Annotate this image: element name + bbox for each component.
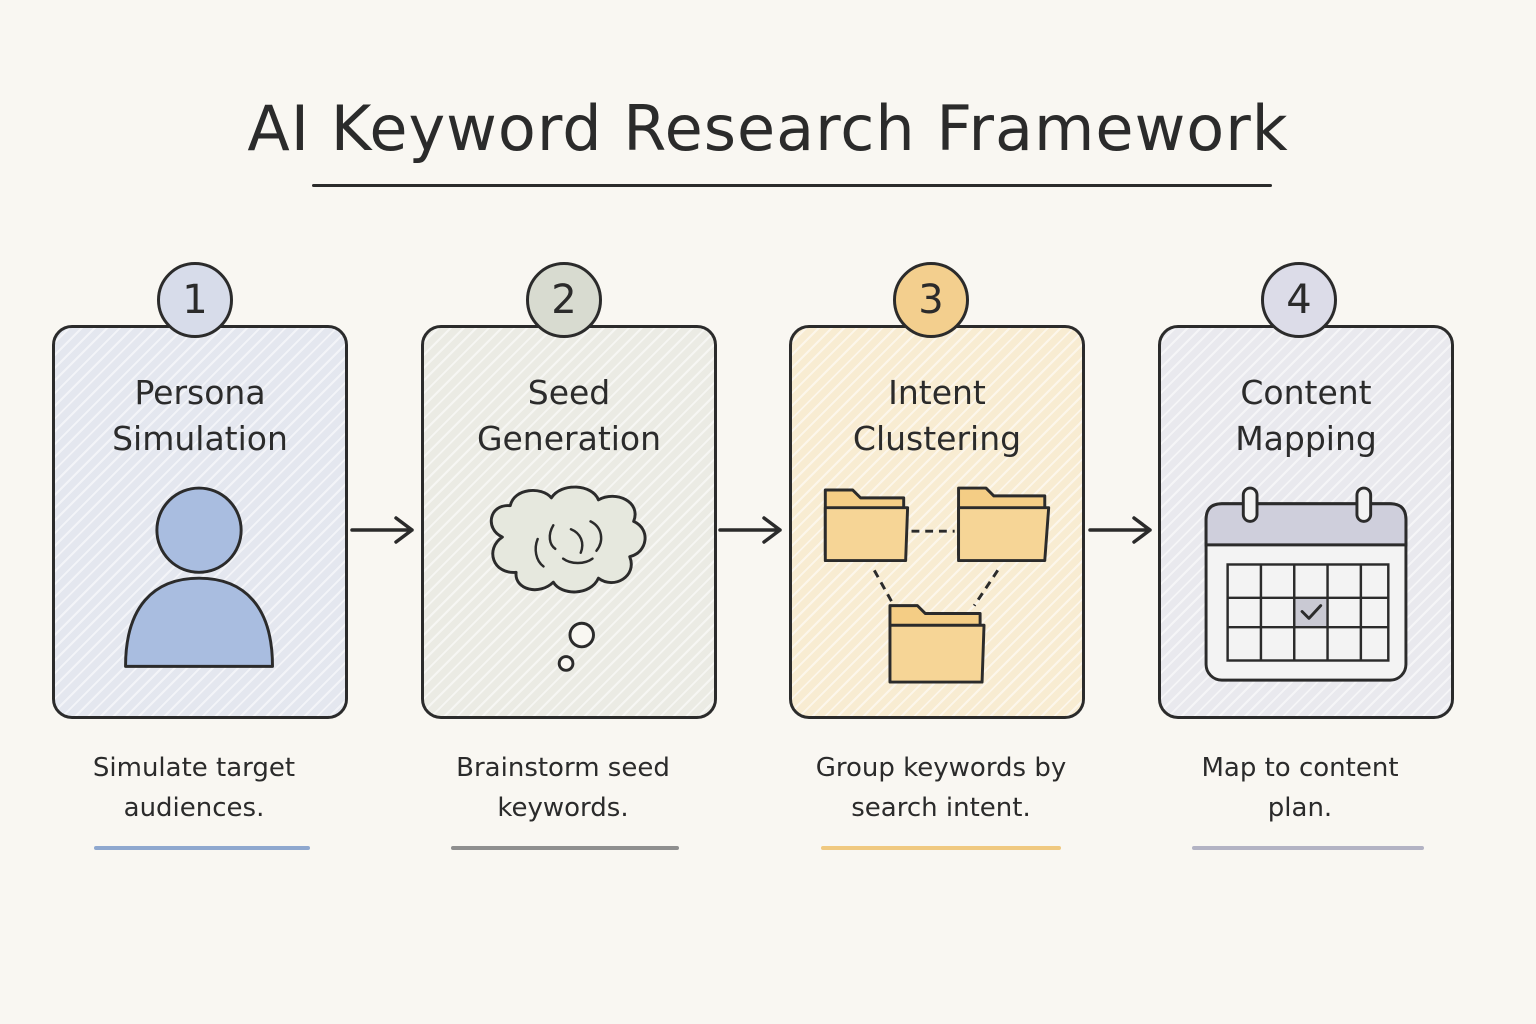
- caption-line1: Brainstorm seed: [456, 753, 670, 783]
- person-icon: [124, 486, 274, 668]
- caption-underline-4: [1192, 846, 1424, 850]
- caption-underline-1: [94, 846, 310, 850]
- step-title-line1: Seed: [527, 373, 611, 412]
- step-title: Content Mapping: [1161, 370, 1451, 462]
- step-card-4: Content Mapping: [1158, 325, 1454, 719]
- caption-line1: Simulate target: [92, 753, 296, 783]
- step-badge-3: 3: [893, 262, 969, 338]
- step-badge-4: 4: [1261, 262, 1337, 338]
- folder-cluster-icon: [823, 486, 1051, 684]
- arrow-right-icon: [350, 516, 414, 544]
- step-title-line1: Persona: [134, 373, 266, 412]
- step-title-line2: Clustering: [852, 419, 1022, 458]
- step-card-1: Persona Simulation: [52, 325, 348, 719]
- step-card-2: Seed Generation: [421, 325, 717, 719]
- step-card-3: Intent Clustering: [789, 325, 1085, 719]
- step-title: Intent Clustering: [792, 370, 1082, 462]
- thought-cloud-icon: [489, 485, 647, 672]
- step-caption-2: Brainstorm seed keywords.: [413, 748, 713, 828]
- calendar-icon: [1204, 486, 1408, 682]
- title-underline: [312, 184, 1272, 187]
- caption-underline-2: [451, 846, 679, 850]
- step-title-line1: Content: [1240, 373, 1372, 412]
- caption-line2: search intent.: [851, 793, 1031, 823]
- caption-line2: keywords.: [497, 793, 629, 823]
- page-title: AI Keyword Research Framework: [247, 92, 1289, 165]
- step-title-line1: Intent: [888, 373, 986, 412]
- step-badge-2: 2: [526, 262, 602, 338]
- step-caption-4: Map to content plan.: [1150, 748, 1450, 828]
- step-title: Persona Simulation: [55, 370, 345, 462]
- step-title: Seed Generation: [424, 370, 714, 462]
- step-title-line2: Generation: [476, 419, 662, 458]
- arrow-right-icon: [1088, 516, 1152, 544]
- caption-line1: Map to content: [1201, 753, 1399, 783]
- step-title-line2: Mapping: [1235, 419, 1377, 458]
- step-title-line2: Simulation: [112, 419, 288, 458]
- caption-underline-3: [821, 846, 1061, 850]
- step-caption-3: Group keywords by search intent.: [791, 748, 1091, 828]
- caption-line1: Group keywords by: [815, 753, 1067, 783]
- step-badge-1: 1: [157, 262, 233, 338]
- step-caption-1: Simulate target audiences.: [44, 748, 344, 828]
- caption-line2: plan.: [1267, 793, 1333, 823]
- arrow-right-icon: [718, 516, 782, 544]
- caption-line2: audiences.: [123, 793, 265, 823]
